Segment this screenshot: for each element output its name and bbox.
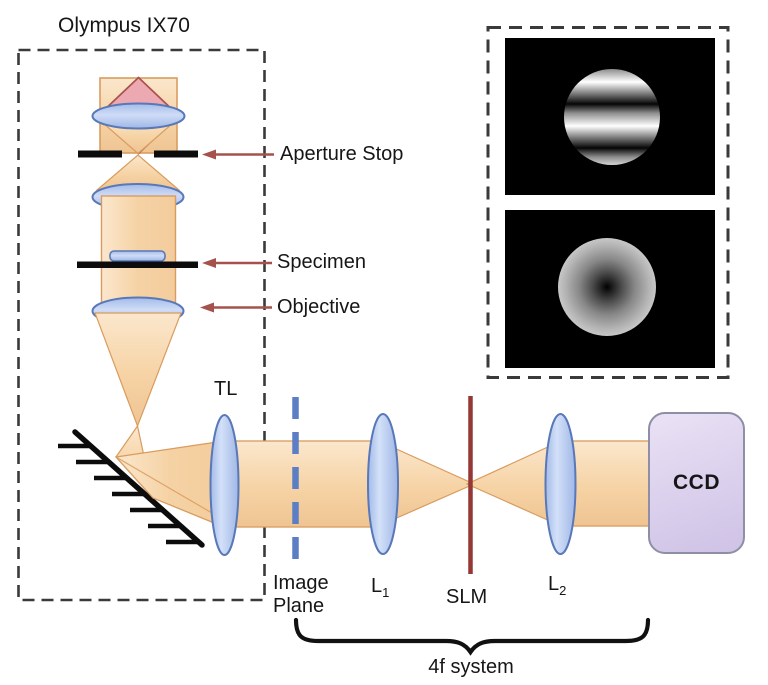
objective-arrowhead-icon: [200, 302, 214, 313]
specimen-label: Specimen: [277, 251, 366, 273]
aperture-stop-left-blade: [78, 150, 122, 158]
lens1-label-main: L: [371, 575, 383, 597]
lens1-label-sub: 1: [382, 585, 390, 600]
aperture-stop-right-blade: [154, 150, 198, 158]
aperture-stop-label: Aperture Stop: [280, 143, 404, 165]
lens2-label-sub: 2: [559, 583, 567, 598]
specimen-slide: [109, 250, 166, 262]
ccd-camera: CCD: [648, 412, 745, 554]
specimen-stage-line: [77, 261, 198, 268]
mirror-hatching: [58, 443, 199, 545]
lens1-label: L1: [371, 575, 389, 600]
microscope-title: Olympus IX70: [58, 14, 190, 37]
crossed-ray: [115, 456, 225, 521]
illumination-beam: [77, 76, 198, 501]
image-plane-label: Image Plane: [273, 572, 329, 618]
radial-phase-pattern-icon: [558, 238, 656, 336]
band-TL-to-L1: [223, 440, 385, 528]
lens2-label: L2: [548, 573, 566, 598]
lens2-label-main: L: [548, 573, 560, 595]
objective-label: Objective: [277, 296, 361, 318]
collector-lens: [91, 102, 186, 130]
label-arrows: [200, 149, 274, 313]
aperture-stop-arrowhead-icon: [202, 149, 216, 160]
grating-pattern-icon: [564, 69, 660, 165]
slm-label: SLM: [446, 586, 488, 608]
lens-L1: [367, 413, 399, 555]
specimen-arrowhead-icon: [202, 258, 216, 268]
ccd-label: CCD: [673, 471, 720, 494]
imaging-beam: [114, 440, 659, 528]
lens-L2: [544, 413, 577, 555]
tube-lens: [209, 414, 240, 556]
tube-lens-label: TL: [214, 378, 238, 400]
microscope-dashed-box: [17, 48, 266, 602]
cone-objective-to-focus: [94, 312, 182, 428]
4f-system-brace: [293, 617, 651, 656]
4f-system-label: 4f system: [428, 656, 514, 678]
fold-mirror: [58, 429, 205, 548]
